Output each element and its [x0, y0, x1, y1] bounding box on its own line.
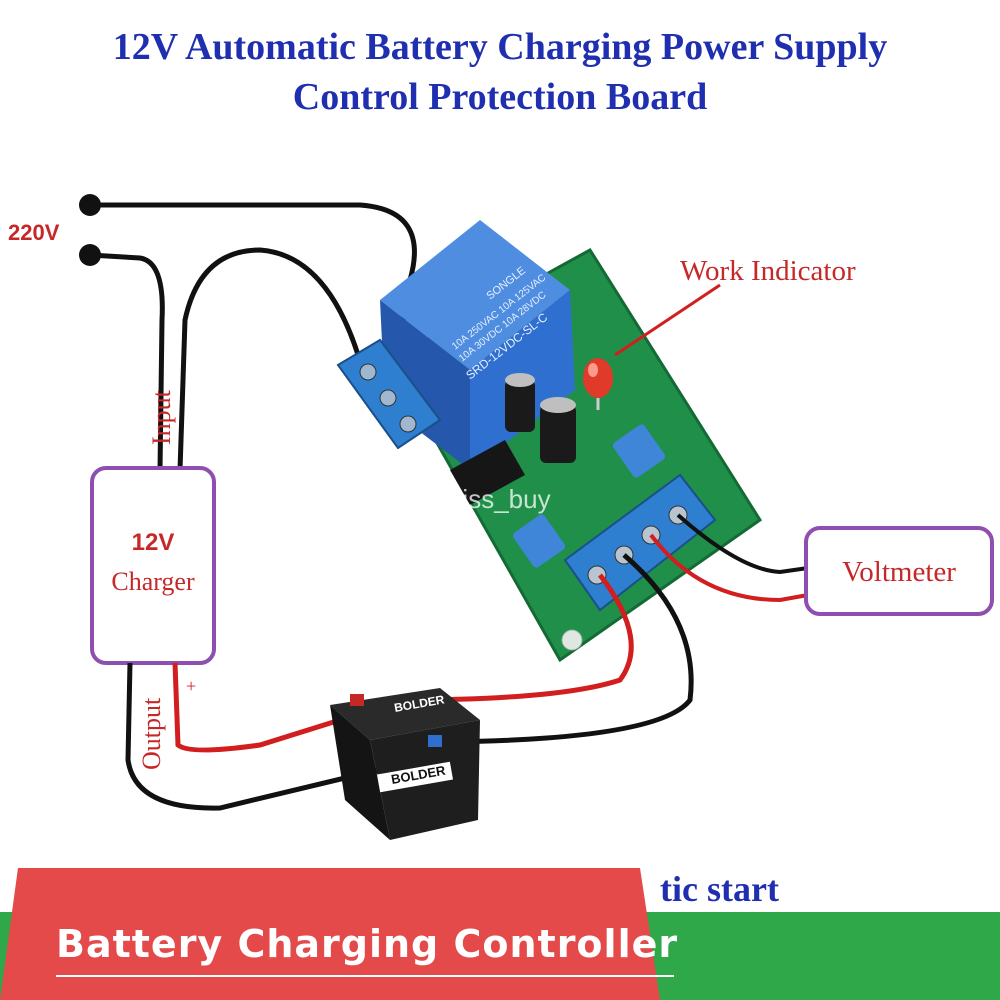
red-banner: [0, 868, 660, 1000]
charger-label-name: Charger: [111, 567, 195, 596]
charger-plus-label: +: [186, 676, 196, 696]
terminal-off-label: OFF: [343, 413, 363, 436]
board-negative-wire: [439, 553, 694, 745]
relay: SONGLE 10A 250VAC 10A 125VAC 10A 30VDC 1…: [380, 220, 575, 470]
terminal-on-label: ON: [390, 465, 408, 484]
indicator-pointer-line: [614, 283, 721, 357]
mounting-hole: [561, 629, 583, 651]
capacitors: [505, 373, 576, 463]
output-label: Output: [137, 697, 166, 770]
voltmeter-label: Voltmeter: [842, 556, 956, 588]
caption-partial-text: tic start: [660, 869, 779, 909]
work-indicator-led: [583, 358, 613, 410]
diagram-title: 12V Automatic Battery Charging Power Sup…: [0, 22, 1000, 122]
charger-label-voltage: 12V: [132, 529, 175, 556]
mains-wire-to-charger-left: [89, 252, 165, 471]
potentiometer-upper: [612, 424, 666, 478]
charger-box: [90, 466, 216, 665]
banner-underline: [56, 975, 674, 977]
wire-charger-to-terminal: [177, 247, 365, 471]
banner-title: Battery Charging Controller: [56, 922, 679, 966]
work-indicator-label: Work Indicator: [680, 255, 856, 287]
board-positive-wire: [359, 573, 634, 708]
terminal-com-label: COM: [366, 439, 388, 464]
input-label: Input: [147, 389, 176, 445]
ic-chip: [450, 440, 525, 505]
watermark-text: kiss_buy: [449, 484, 550, 514]
voltmeter-negative-wire: [676, 513, 809, 575]
title-line-2: Control Protection Board: [292, 76, 708, 118]
charger-positive-wire: [172, 662, 341, 753]
voltmeter-box: [804, 526, 994, 616]
battery: BOLDER BOLDER: [330, 688, 480, 840]
mains-wire-to-relay: [90, 202, 417, 401]
title-line-1: 12V Automatic Battery Charging Power Sup…: [112, 26, 888, 68]
voltmeter-positive-wire: [649, 533, 809, 603]
mains-voltage-label: 220V: [8, 220, 60, 245]
potentiometer-lower: [512, 514, 566, 568]
